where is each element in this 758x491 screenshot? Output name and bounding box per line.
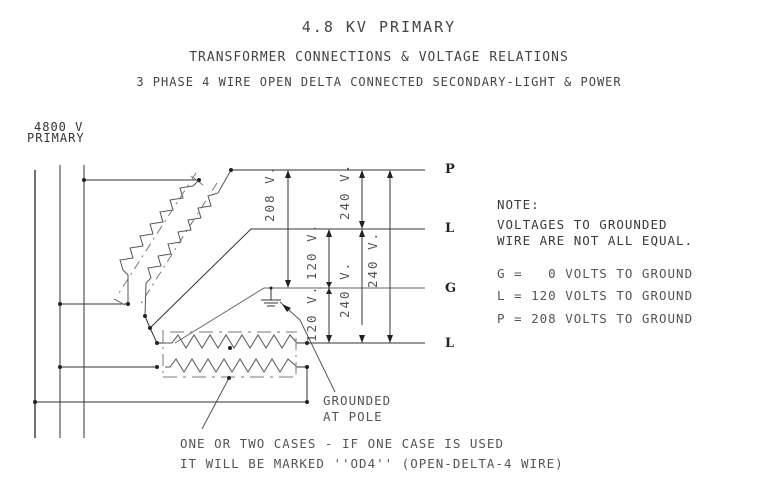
terminal-l-lower: L — [445, 336, 455, 351]
diagonal-case-left — [116, 172, 197, 297]
horizontal-coil-lower — [165, 358, 298, 373]
diagonal-coil-secondary — [144, 169, 232, 317]
note-l-voltage: L = 120 VOLTS TO GROUND — [497, 288, 694, 303]
bus-l-upper — [149, 228, 425, 329]
note-p-voltage: P = 208 VOLTS TO GROUND — [497, 311, 694, 326]
dim-label-240-full: 240 V. — [365, 230, 380, 288]
dim-label-240-mid: 240 V. — [337, 260, 352, 318]
note-heading: NOTE: — [497, 197, 540, 212]
cases-leader — [201, 377, 230, 430]
terminal-g: G — [445, 281, 457, 296]
dim-label-120-lower: 120 V. — [304, 284, 319, 342]
dim-label-120-upper: 120 V. — [304, 222, 319, 280]
grounded-label-line-1: GROUNDED — [323, 393, 392, 408]
grounded-label-line-2: AT POLE — [323, 409, 383, 424]
cases-note-line-2: IT WILL BE MARKED ''OD4'' (OPEN-DELTA-4 … — [180, 456, 564, 471]
bus-g — [174, 287, 425, 344]
dim-label-240-top: 240 V. — [337, 162, 352, 220]
terminal-p: P — [445, 162, 455, 177]
primary-label: PRIMARY — [27, 131, 85, 145]
horizontal-coil-upper — [165, 334, 298, 349]
note-line-2: WIRE ARE NOT ALL EQUAL. — [497, 233, 694, 248]
terminal-l-upper: L — [445, 221, 455, 236]
note-line-1: VOLTAGES TO GROUNDED — [497, 217, 668, 232]
primary-voltage-label: 4800 V — [34, 120, 84, 134]
dim-label-208: 208 V. — [262, 164, 277, 222]
cases-note-line-1: ONE OR TWO CASES - IF ONE CASE IS USED — [180, 436, 504, 451]
diagram-subtitle: TRANSFORMER CONNECTIONS & VOLTAGE RELATI… — [189, 50, 569, 65]
diagram-title: 4.8 KV PRIMARY — [301, 18, 457, 36]
note-g-voltage: G = 0 VOLTS TO GROUND — [497, 266, 694, 281]
diagram-description: 3 PHASE 4 WIRE OPEN DELTA CONNECTED SECO… — [136, 75, 622, 89]
diagonal-coil-primary — [119, 179, 200, 304]
